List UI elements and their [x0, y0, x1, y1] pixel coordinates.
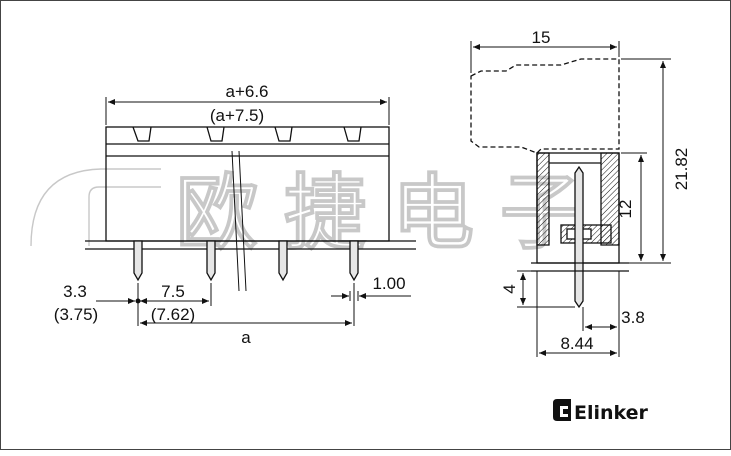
pin-below-label: 4 [500, 284, 519, 293]
edge-offset-label: 3.3 [63, 282, 87, 301]
mating-plug-outline [470, 58, 620, 154]
edge-offset-alt-label: (3.75) [54, 305, 98, 324]
overall-width-label: a+6.6 [225, 82, 268, 101]
body-height-label: 12 [616, 200, 635, 219]
brand-logo-icon [553, 399, 571, 421]
break-mark [231, 150, 247, 292]
pin-1 [133, 240, 143, 282]
pitch-label: 7.5 [161, 282, 185, 301]
watermark-logo-mark [30, 168, 161, 247]
front-view [85, 126, 416, 292]
pin-offset-label: 3.8 [621, 308, 645, 327]
brand-logo: Elinker [553, 399, 649, 424]
side-dimensions [470, 41, 671, 357]
latch-3 [274, 126, 293, 142]
pins [133, 240, 359, 282]
base-depth-label: 8.44 [560, 334, 593, 353]
overall-width-alt-label: (a+7.5) [210, 106, 264, 125]
span-label: a [241, 328, 251, 347]
pitch-alt-label: (7.62) [151, 305, 195, 324]
total-height-label: 21.82 [672, 148, 691, 191]
brand-name: Elinker [574, 402, 649, 424]
latch-4 [343, 126, 362, 142]
latch-2 [206, 126, 225, 142]
side-view [470, 58, 629, 309]
side-pin [574, 165, 584, 309]
pin-4 [349, 240, 359, 282]
header-body-section [536, 152, 550, 246]
pin-2 [206, 240, 216, 282]
depth-label: 15 [532, 28, 551, 47]
watermark-logo-mark-inner [88, 186, 161, 246]
watermark: 欧捷电子 [30, 165, 583, 262]
latch-1 [132, 126, 152, 142]
pin-width-label: 1.00 [372, 274, 405, 293]
pin-3 [278, 240, 288, 282]
front-dimensions [96, 97, 411, 326]
